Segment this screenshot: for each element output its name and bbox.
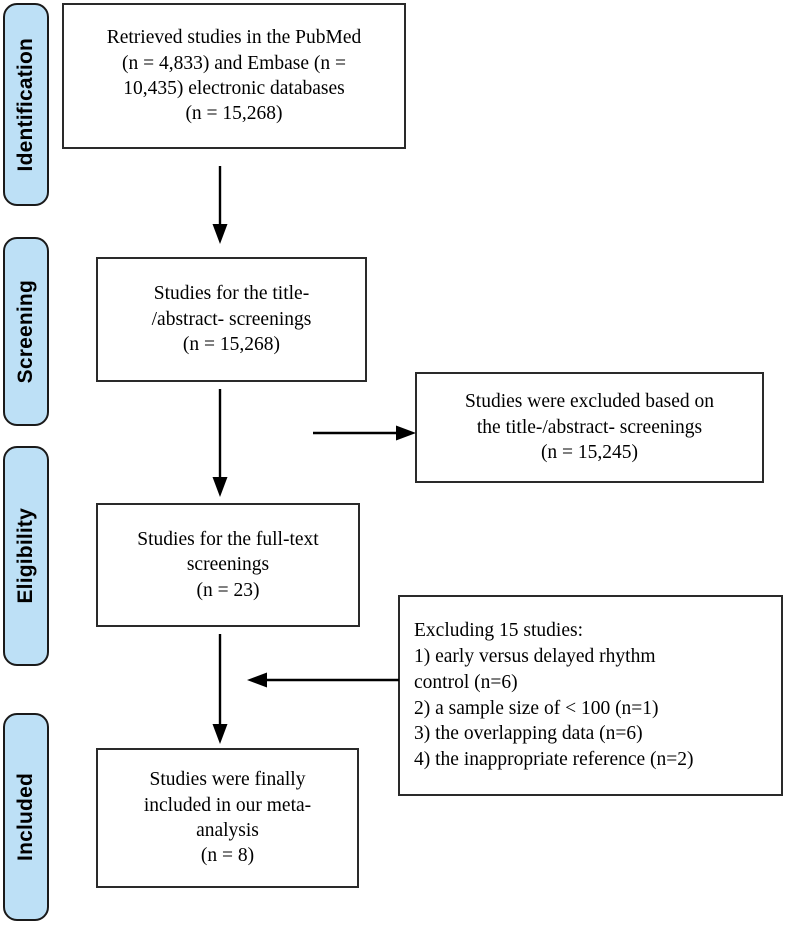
stage-label-identification: Identification — [14, 37, 37, 172]
arrow-identification-to-screening — [205, 166, 235, 246]
flow-box-full-text-screening: Studies for the full-text screenings (n … — [96, 503, 360, 627]
arrow-eligibility-to-included — [205, 634, 235, 746]
flow-box-title-abstract-screening: Studies for the title- /abstract- screen… — [96, 257, 367, 382]
arrow-excluded-to-eligibility — [244, 668, 402, 692]
stage-pill-eligibility: Eligibility — [3, 446, 49, 666]
flow-box-final-included: Studies were finally included in our met… — [96, 748, 359, 888]
stage-pill-included: Included — [3, 713, 49, 921]
stage-label-included: Included — [14, 773, 37, 861]
stage-label-screening: Screening — [14, 279, 37, 384]
flow-box-full-text-screening-text: Studies for the full-text screenings (n … — [137, 528, 319, 601]
stage-pill-screening: Screening — [3, 237, 49, 426]
arrow-screening-to-excluded — [313, 421, 419, 445]
arrow-screening-to-eligibility — [205, 389, 235, 499]
flow-box-final-included-text: Studies were finally included in our met… — [143, 769, 312, 867]
exclusion-box-title-abstract-text: Studies were excluded based on the title… — [464, 391, 715, 464]
exclusion-box-title-abstract: Studies were excluded based on the title… — [415, 372, 764, 483]
flow-box-title-abstract-screening-text: Studies for the title- /abstract- screen… — [151, 283, 312, 356]
exclusion-box-full-text: Excluding 15 studies: 1) early versus de… — [398, 595, 783, 796]
flow-box-retrieved-studies: Retrieved studies in the PubMed (n = 4,8… — [62, 3, 406, 149]
stage-label-eligibility: Eligibility — [14, 508, 37, 604]
exclusion-box-full-text-text: Excluding 15 studies: 1) early versus de… — [414, 620, 694, 770]
stage-pill-identification: Identification — [3, 3, 49, 206]
flow-box-retrieved-studies-text: Retrieved studies in the PubMed (n = 4,8… — [106, 27, 362, 125]
